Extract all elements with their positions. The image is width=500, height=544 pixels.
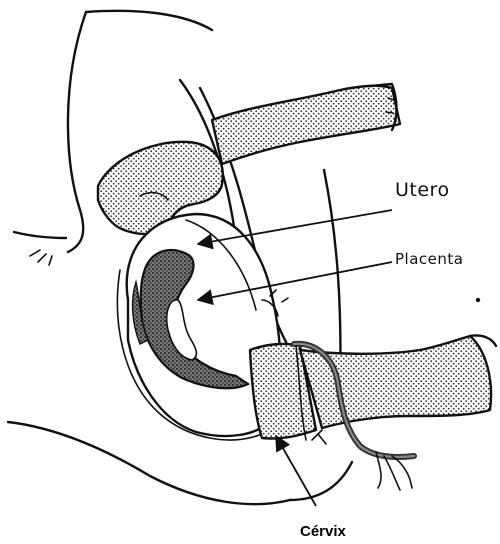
cervix-arrow [276, 436, 316, 506]
stray-mark [476, 298, 480, 302]
label-cervix: Cérvix [300, 523, 347, 540]
label-placenta: Placenta [395, 250, 463, 268]
label-utero: Utero [395, 179, 450, 201]
forearm [300, 335, 496, 428]
external-hand [212, 84, 400, 164]
